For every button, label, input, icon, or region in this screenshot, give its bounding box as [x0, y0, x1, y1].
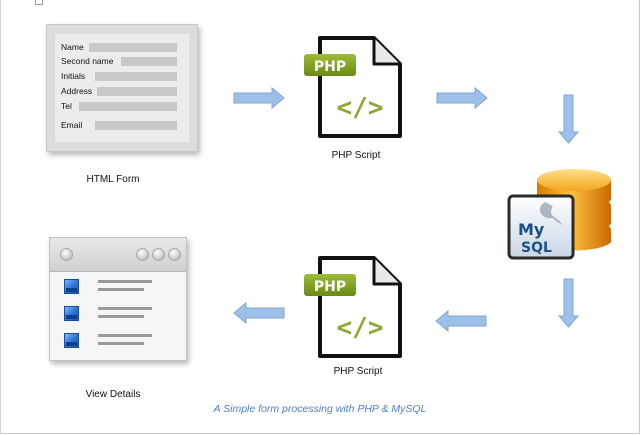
form-row-second-name: Second name — [61, 56, 177, 67]
text-line — [98, 334, 152, 337]
form-row-initials: Initials — [61, 71, 177, 82]
window-titlebar — [50, 238, 186, 272]
form-row-name: Name — [61, 42, 177, 53]
form-label: Tel — [61, 101, 72, 111]
form-input-bar — [79, 102, 177, 111]
text-line — [98, 280, 152, 283]
form-row-address: Address — [61, 86, 177, 97]
php-file-icon: PHP </> — [304, 36, 402, 138]
image-thumbnail-icon — [64, 279, 79, 294]
text-line — [98, 288, 144, 291]
php-badge-text: PHP — [314, 59, 346, 75]
php-code-glyph: </> — [337, 93, 384, 123]
php-script-caption-bottom: PHP Script — [333, 366, 383, 377]
mysql-text-my: My — [518, 220, 545, 239]
form-input-bar — [95, 72, 177, 81]
mysql-database-icon: My SQL — [507, 169, 611, 260]
arrow-right-icon — [436, 86, 488, 110]
form-row-tel: Tel — [61, 101, 177, 112]
arrow-right-icon — [233, 86, 285, 110]
text-line — [98, 315, 144, 318]
window-dot-icon — [60, 248, 73, 261]
form-label: Second name — [61, 56, 114, 66]
list-item — [64, 332, 174, 350]
form-label: Address — [61, 86, 93, 96]
form-label: Initials — [61, 71, 86, 81]
arrow-left-icon — [435, 309, 487, 333]
form-row-email: Email — [61, 120, 177, 131]
html-form-caption: HTML Form — [86, 174, 140, 185]
window-dot-icon — [168, 248, 181, 261]
list-item — [64, 278, 174, 296]
php-script-caption-top: PHP Script — [331, 150, 381, 161]
arrow-left-icon — [233, 301, 285, 325]
list-item — [64, 305, 174, 323]
form-panel: Name Second name Initials Address Tel Em… — [55, 34, 189, 142]
image-thumbnail-icon — [64, 333, 79, 348]
form-input-bar — [89, 43, 177, 52]
php-badge-text: PHP — [314, 279, 346, 295]
corner-mark — [35, 0, 43, 5]
form-label: Name — [61, 42, 84, 52]
form-input-bar — [95, 121, 177, 130]
text-line — [98, 342, 144, 345]
html-form-illustration: Name Second name Initials Address Tel Em… — [46, 24, 198, 152]
image-thumbnail-icon — [64, 306, 79, 321]
window-dot-icon — [152, 248, 165, 261]
window-dot-icon — [136, 248, 149, 261]
php-file-icon: PHP </> — [304, 256, 402, 358]
arrow-down-icon — [557, 94, 580, 144]
diagram-caption: A Simple form processing with PHP & MySQ… — [213, 403, 427, 415]
arrow-down-icon — [557, 278, 580, 328]
form-label: Email — [61, 120, 83, 130]
form-input-bar — [121, 57, 177, 66]
php-code-glyph: </> — [337, 313, 384, 343]
view-details-caption: View Details — [85, 389, 141, 400]
form-input-bar — [97, 87, 177, 96]
view-details-window — [49, 237, 187, 361]
mysql-text-sql: SQL — [521, 240, 552, 256]
text-line — [98, 307, 152, 310]
